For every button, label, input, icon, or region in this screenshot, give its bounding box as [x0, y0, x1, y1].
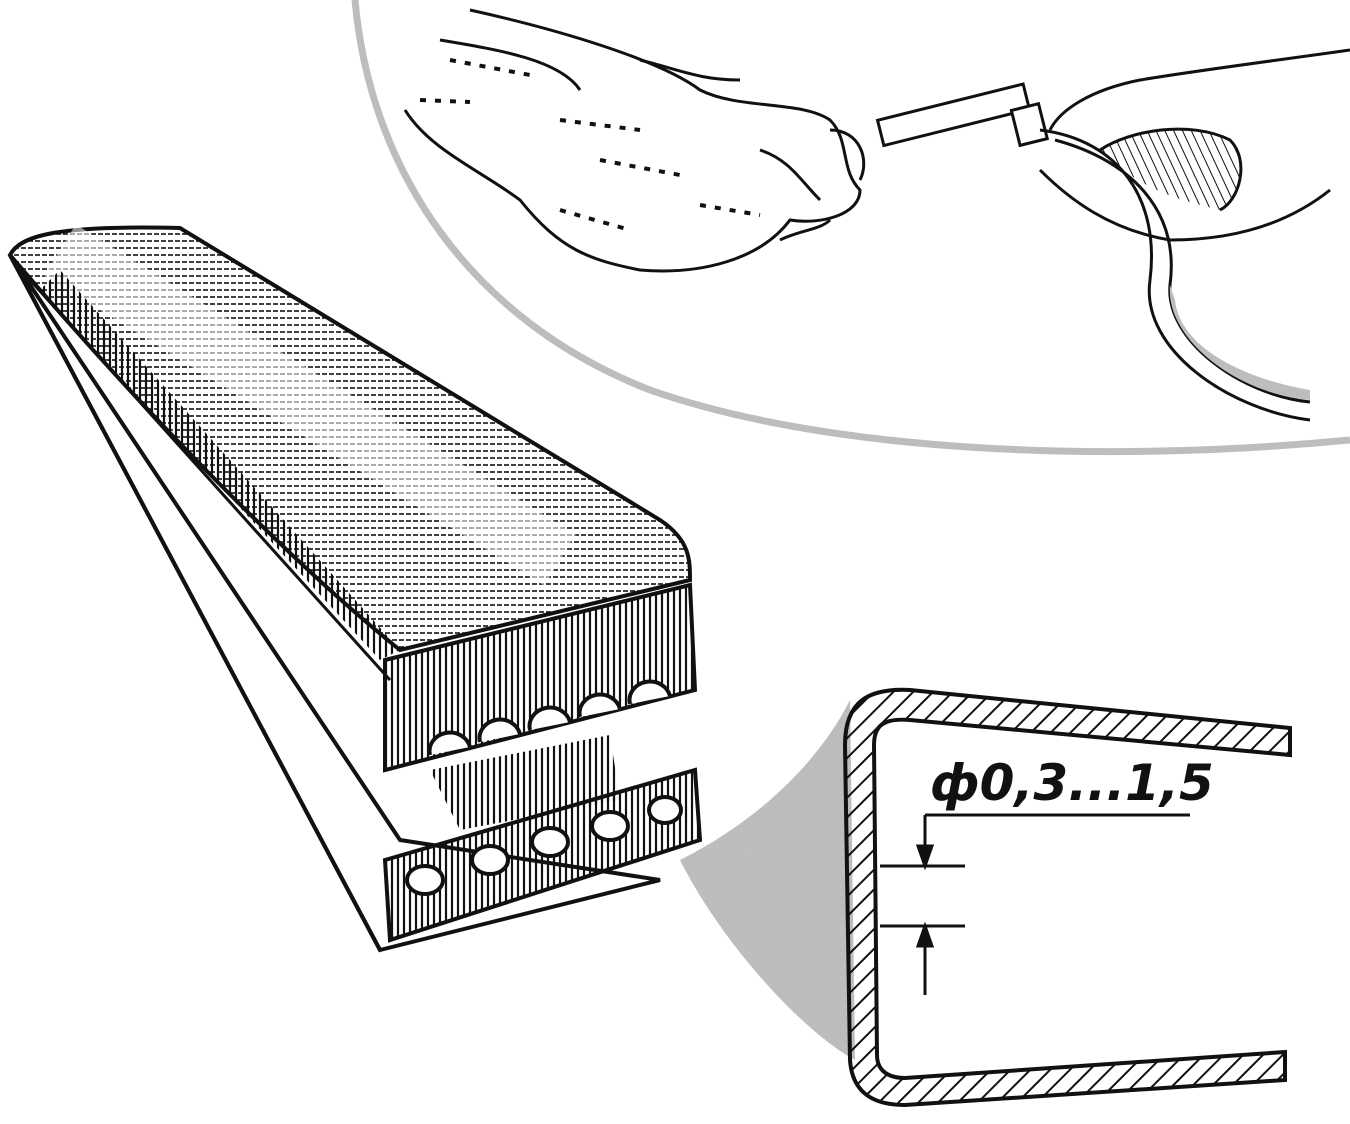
left-hand-shading — [419, 58, 761, 232]
section-detail: ф0,3...1,5 — [680, 687, 1292, 1108]
left-hand — [403, 8, 866, 273]
hands-inset — [351, 0, 1350, 456]
tube-wall-section — [842, 687, 1292, 1108]
lower-channels — [405, 795, 683, 896]
dimension-label: ф0,3...1,5 — [930, 754, 1214, 812]
tube-clamp — [1009, 101, 1050, 148]
wire-shadow — [1169, 285, 1310, 400]
wire-tube — [875, 82, 1032, 148]
tube-and-wire — [875, 82, 1311, 422]
beam — [7, 224, 703, 953]
right-hand-shadow — [1100, 129, 1241, 210]
upper-channels — [427, 679, 672, 756]
beam-ribbed-wall — [40, 270, 400, 660]
beam-upper-cut — [383, 582, 698, 773]
thickness-dimension — [880, 813, 1190, 995]
inset-border-arc — [351, 0, 1350, 456]
